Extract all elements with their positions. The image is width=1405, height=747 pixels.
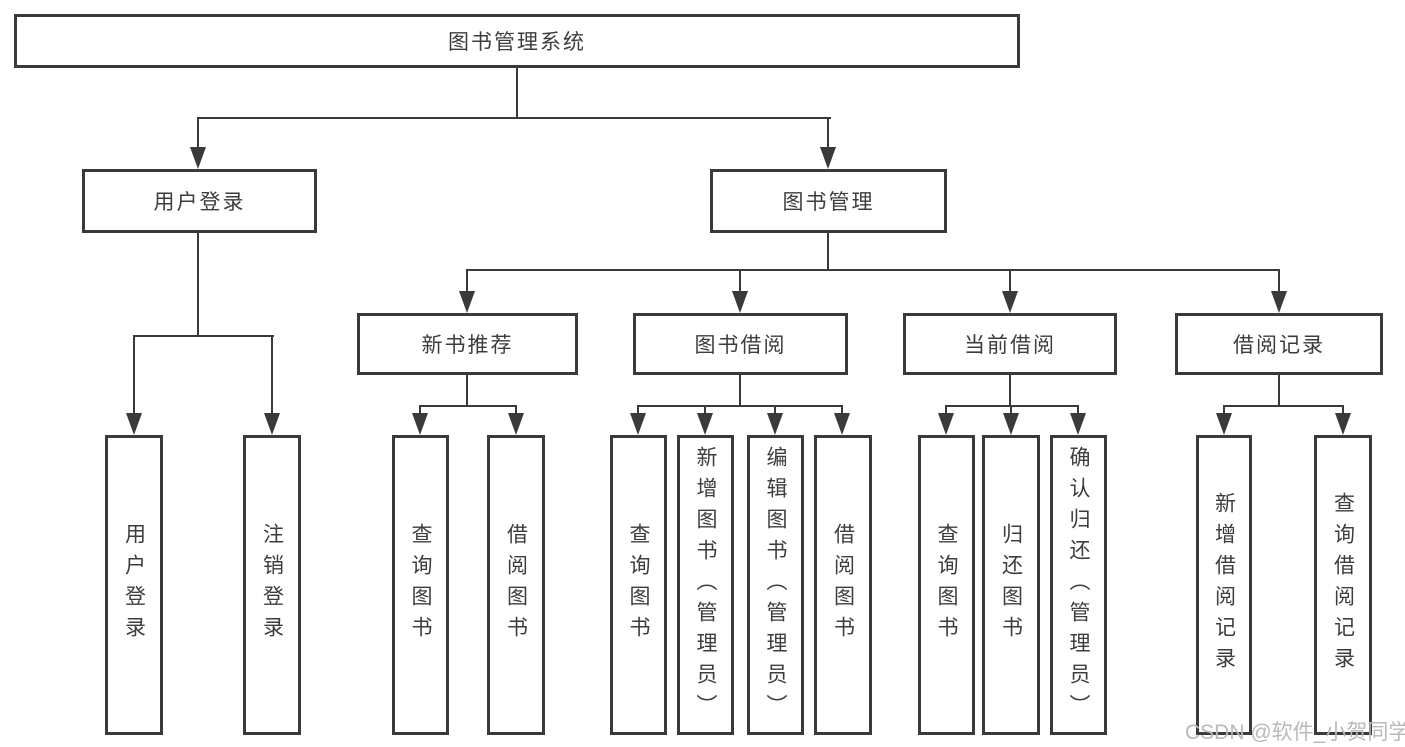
leaf-confirm-return-admin: 确认归还（管理员） — [1050, 435, 1107, 735]
connector-line — [466, 269, 1280, 271]
arrow-down-icon — [767, 413, 783, 435]
watermark: CSDN @软件_小贺同学 — [1185, 721, 1405, 744]
leaf-add-borrow-record: 新增借阅记录 — [1196, 435, 1252, 735]
arrow-down-icon — [412, 413, 428, 435]
leaf-borrow-query-book: 查询图书 — [610, 435, 667, 735]
connector-line — [133, 336, 135, 413]
arrow-down-icon — [820, 147, 836, 169]
arrow-down-icon — [264, 413, 280, 435]
leaf-logout-label: 注销登录 — [260, 523, 284, 647]
connector-line — [945, 406, 947, 414]
connector-line — [133, 335, 274, 337]
leaf-add-book-admin-label: 新增图书（管理员） — [694, 445, 717, 725]
connector-line — [271, 336, 273, 413]
arrow-down-icon — [938, 413, 954, 435]
node-root-label: 图书管理系统 — [448, 31, 586, 54]
node-borrow-record: 借阅记录 — [1175, 313, 1383, 375]
leaf-return-book: 归还图书 — [982, 435, 1040, 735]
connector-line — [1009, 270, 1011, 291]
leaf-user-login-label: 用户登录 — [122, 523, 146, 647]
connector-line — [1278, 270, 1280, 291]
arrow-down-icon — [459, 291, 475, 313]
connector-line — [1223, 406, 1225, 414]
connector-line — [1010, 406, 1012, 414]
node-current-borrow-label: 当前借阅 — [964, 334, 1056, 357]
leaf-recommend-borrow-book-label: 借阅图书 — [504, 523, 528, 647]
arrow-down-icon — [1002, 291, 1018, 313]
arrow-down-icon — [508, 413, 524, 435]
arrow-down-icon — [1070, 413, 1086, 435]
connector-line — [197, 117, 831, 119]
node-current-borrow: 当前借阅 — [903, 313, 1117, 375]
connector-line — [704, 406, 706, 414]
node-book-management-label: 图书管理 — [782, 191, 875, 214]
connector-line — [197, 233, 199, 336]
connector-line — [739, 270, 741, 291]
leaf-current-query-book: 查询图书 — [918, 435, 975, 735]
arrow-down-icon — [697, 413, 713, 435]
arrow-down-icon — [1216, 413, 1232, 435]
leaf-query-borrow-record: 查询借阅记录 — [1314, 435, 1372, 735]
connector-line — [1009, 375, 1011, 406]
leaf-query-borrow-record-label: 查询借阅记录 — [1331, 492, 1355, 678]
leaf-recommend-query-book: 查询图书 — [392, 435, 449, 735]
leaf-edit-book-admin: 编辑图书（管理员） — [747, 435, 804, 735]
connector-line — [1278, 375, 1280, 406]
leaf-borrow-book: 借阅图书 — [814, 435, 872, 735]
leaf-recommend-borrow-book: 借阅图书 — [487, 435, 545, 735]
node-user-login: 用户登录 — [82, 169, 317, 233]
connector-line — [1223, 405, 1344, 407]
leaf-recommend-query-book-label: 查询图书 — [409, 523, 432, 647]
connector-line — [637, 406, 639, 414]
leaf-borrow-query-book-label: 查询图书 — [627, 523, 650, 647]
connector-line — [945, 405, 1079, 407]
connector-line — [827, 118, 829, 147]
arrow-down-icon — [1003, 413, 1019, 435]
arrow-down-icon — [732, 291, 748, 313]
arrow-down-icon — [126, 413, 142, 435]
connector-line — [466, 270, 468, 291]
node-borrow-record-label: 借阅记录 — [1233, 334, 1325, 357]
leaf-confirm-return-admin-label: 确认归还（管理员） — [1067, 445, 1090, 725]
leaf-logout: 注销登录 — [243, 435, 301, 735]
connector-line — [827, 233, 829, 270]
arrow-down-icon — [1335, 413, 1351, 435]
connector-line — [419, 405, 517, 407]
node-root: 图书管理系统 — [14, 14, 1020, 68]
arrow-down-icon — [1271, 291, 1287, 313]
connector-line — [466, 375, 468, 406]
node-new-book-recommend-label: 新书推荐 — [421, 334, 514, 357]
node-book-management: 图书管理 — [710, 169, 947, 233]
connector-line — [774, 406, 776, 414]
connector-line — [637, 405, 843, 407]
leaf-borrow-book-label: 借阅图书 — [831, 523, 855, 647]
leaf-add-borrow-record-label: 新增借阅记录 — [1212, 492, 1236, 678]
connector-line — [419, 406, 421, 414]
connector-line — [1077, 406, 1079, 414]
arrow-down-icon — [630, 413, 646, 435]
connector-line — [515, 406, 517, 414]
leaf-current-query-book-label: 查询图书 — [935, 523, 958, 647]
leaf-add-book-admin: 新增图书（管理员） — [677, 435, 734, 735]
node-new-book-recommend: 新书推荐 — [357, 313, 578, 375]
node-book-borrow: 图书借阅 — [633, 313, 848, 375]
connector-line — [516, 68, 518, 118]
leaf-user-login: 用户登录 — [105, 435, 163, 735]
arrow-down-icon — [834, 413, 850, 435]
leaf-edit-book-admin-label: 编辑图书（管理员） — [764, 445, 787, 725]
leaf-return-book-label: 归还图书 — [999, 523, 1023, 647]
connector-line — [1342, 406, 1344, 414]
node-book-borrow-label: 图书借阅 — [694, 334, 787, 357]
node-user-login-label: 用户登录 — [153, 191, 246, 214]
connector-line — [739, 375, 741, 406]
arrow-down-icon — [190, 147, 206, 169]
connector-line — [841, 406, 843, 414]
connector-line — [197, 118, 199, 147]
